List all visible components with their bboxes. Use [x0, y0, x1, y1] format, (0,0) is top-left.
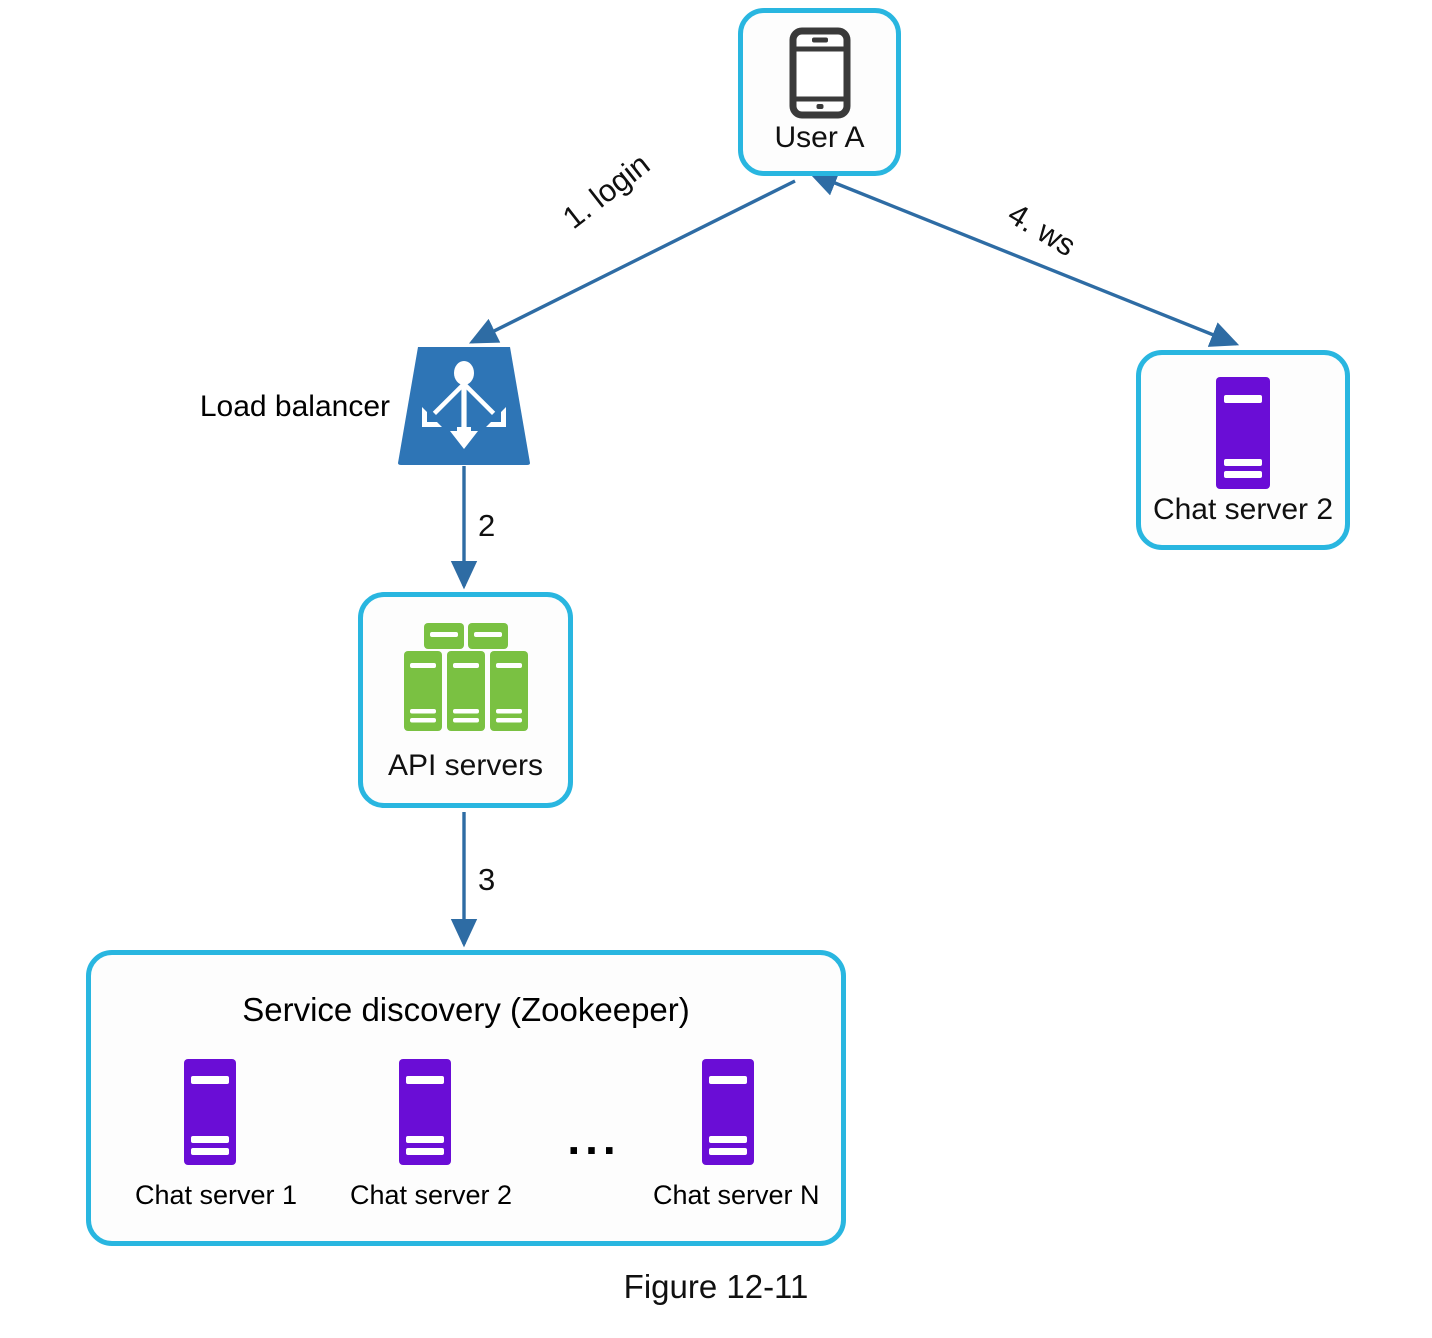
edge-login: [468, 179, 796, 344]
node-label-chat-server-2: Chat server 2: [1152, 493, 1334, 526]
node-label-load-balancer: Load balancer: [199, 390, 390, 423]
zookeeper-chat-server-1-label: Chat server 1: [135, 1180, 298, 1210]
zookeeper-chat-server-2-label: Chat server 2: [350, 1180, 513, 1210]
server-icon: [653, 1059, 803, 1170]
node-load-balancer[interactable]: [396, 345, 532, 467]
server-icon: [135, 1059, 285, 1170]
edge-ws: [808, 170, 1240, 347]
service-discovery-title: Service discovery (Zookeeper): [242, 991, 690, 1028]
server-rack-group-icon: [400, 623, 532, 738]
edge-label-lb-to-api: 2: [478, 508, 496, 543]
zookeeper-servers-ellipsis: ...: [567, 1112, 621, 1164]
node-user-a[interactable]: User A: [738, 8, 901, 176]
node-api-servers[interactable]: API servers: [358, 592, 573, 808]
zookeeper-chat-server-n[interactable]: Chat server N: [653, 1059, 820, 1211]
zookeeper-chat-server-1[interactable]: Chat server 1: [135, 1059, 298, 1211]
zookeeper-chat-server-n-label: Chat server N: [653, 1180, 820, 1210]
node-label-api-servers: API servers: [387, 749, 544, 782]
load-balancer-distribute-icon: [422, 361, 506, 449]
node-label-user-a: User A: [774, 121, 865, 154]
mobile-phone-icon: [789, 27, 851, 124]
edge-label-api-to-zookeeper: 3: [478, 862, 496, 897]
node-chat-server-2[interactable]: Chat server 2: [1136, 350, 1350, 550]
figure-caption: Figure 12-11: [623, 1268, 809, 1305]
server-icon: [350, 1059, 500, 1170]
zookeeper-chat-server-2[interactable]: Chat server 2: [350, 1059, 513, 1211]
node-service-discovery[interactable]: Service discovery (Zookeeper) Chat serve…: [86, 950, 846, 1246]
server-icon: [1216, 377, 1270, 494]
